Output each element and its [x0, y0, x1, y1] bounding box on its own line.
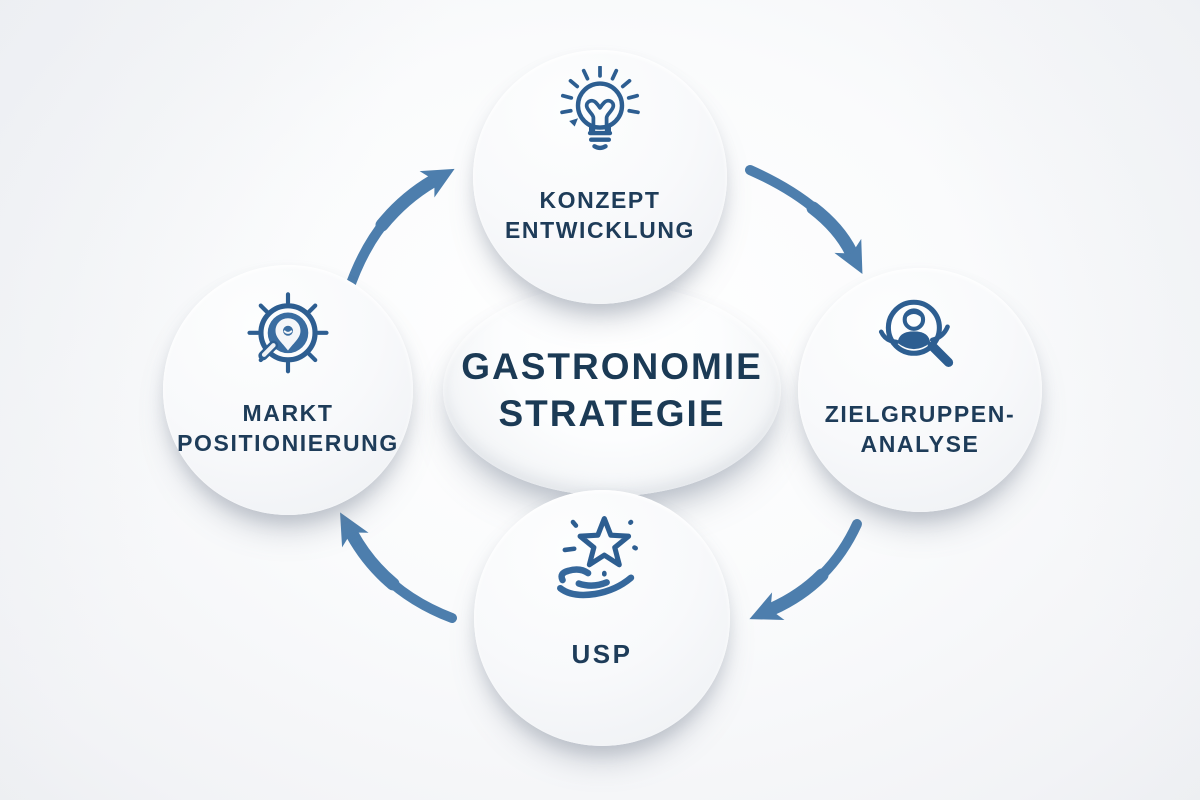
- node-usp: USP: [474, 490, 730, 746]
- node-konzept-entwicklung: KONZEPT ENTWICKLUNG: [473, 50, 727, 304]
- center-title-line1: GASTRONOMIE: [461, 345, 763, 387]
- node-label: USP: [571, 639, 633, 669]
- node-markt-positionierung: MARKT POSITIONIERUNG: [163, 265, 413, 515]
- center-title: GASTRONOMIE STRATEGIE: [461, 343, 763, 438]
- center-title-line2: STRATEGIE: [498, 393, 726, 434]
- magnifier-person-icon: [869, 288, 971, 392]
- lightbulb-idea-icon: [545, 64, 655, 178]
- arrow-left-to-top: [343, 168, 455, 297]
- arrow-bottom-to-left: [340, 512, 457, 623]
- node-label: MARKT POSITIONIERUNG: [177, 400, 399, 456]
- center-node-gastronomie-strategie: GASTRONOMIE STRATEGIE: [443, 284, 781, 496]
- node-label: KONZEPT ENTWICKLUNG: [504, 187, 696, 243]
- arrow-top-to-right: [745, 165, 863, 274]
- hand-presenting-star-icon: [544, 506, 660, 624]
- compass-location-pin-icon: [236, 283, 340, 391]
- arrow-right-to-bottom: [749, 519, 862, 620]
- node-label: ZIELGRUPPEN- ANALYSE: [824, 401, 1016, 457]
- node-zielgruppen-analyse: ZIELGRUPPEN- ANALYSE: [798, 268, 1042, 512]
